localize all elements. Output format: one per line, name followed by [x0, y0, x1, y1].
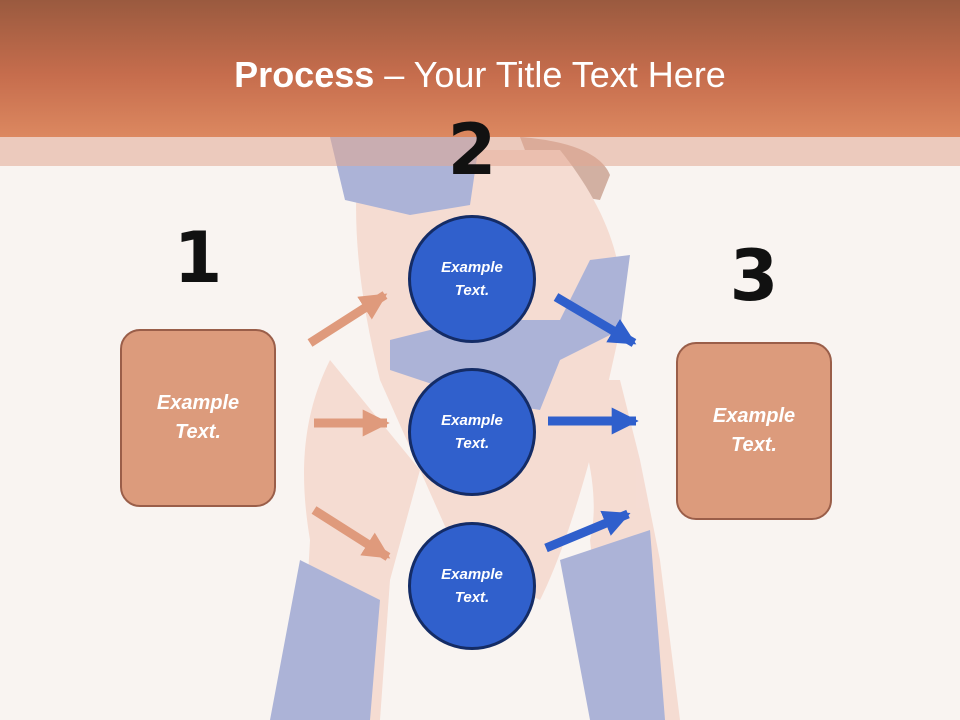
step-number-2: 2	[447, 109, 497, 191]
circle-bottom[interactable]: Example Text.	[408, 522, 536, 650]
left-text-box[interactable]: Example Text.	[120, 329, 276, 507]
title-bold: Process	[234, 54, 375, 95]
left-box-line2: Text.	[175, 421, 221, 443]
arrow-bottom-to-right	[544, 509, 631, 553]
right-box-line2: Text.	[731, 434, 777, 456]
circle-top-line1: Example	[441, 259, 503, 276]
title-rest: – Your Title Text Here	[374, 54, 726, 95]
step-number-3: 3	[729, 235, 779, 317]
step-number-1: 1	[173, 217, 223, 299]
circle-middle[interactable]: Example Text.	[408, 368, 536, 496]
arrow-left-to-bottom	[311, 506, 391, 561]
circle-middle-line1: Example	[441, 412, 503, 429]
circle-middle-line2: Text.	[454, 435, 490, 452]
header-band	[0, 137, 960, 166]
arrow-left-to-top	[307, 291, 388, 347]
slide-title: Process – Your Title Text Here	[0, 52, 960, 98]
circle-top[interactable]: Example Text.	[408, 215, 536, 343]
left-box-line1: Example	[156, 392, 240, 414]
right-text-box[interactable]: Example Text.	[676, 342, 832, 520]
right-box-line1: Example	[712, 405, 796, 427]
circle-bottom-line2: Text.	[454, 589, 490, 606]
circle-top-line2: Text.	[454, 282, 490, 299]
circle-bottom-line1: Example	[441, 566, 503, 583]
arrow-top-to-right	[553, 293, 637, 347]
header-bar	[0, 0, 960, 137]
